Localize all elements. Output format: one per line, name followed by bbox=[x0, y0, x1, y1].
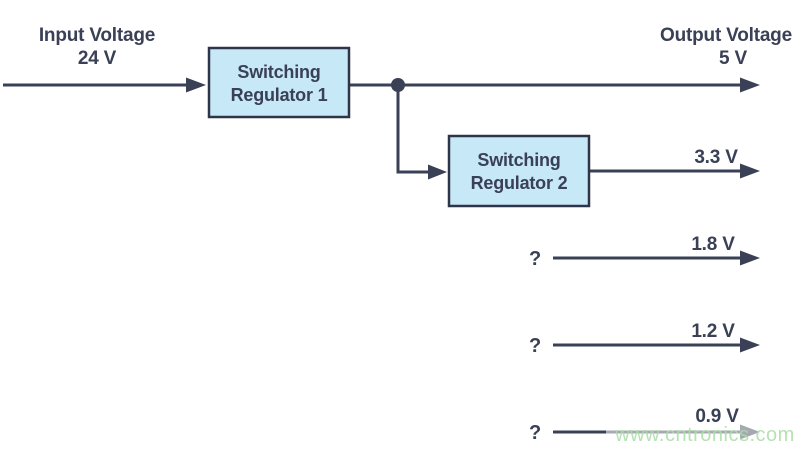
arrowhead-input bbox=[186, 77, 206, 93]
watermark-backdrop bbox=[606, 422, 802, 448]
rail-0-9-label: 0.9 V bbox=[695, 406, 739, 427]
arrowhead-main-output bbox=[740, 77, 760, 93]
regulator2-label-line2: Regulator 2 bbox=[471, 173, 568, 193]
rail-0-9-question-mark: ? bbox=[529, 422, 541, 444]
regulator1-label-line2: Regulator 1 bbox=[231, 85, 328, 105]
regulator2-box bbox=[447, 134, 591, 208]
rail-1-8-question-mark: ? bbox=[529, 248, 541, 270]
regulator2-label-line1: Switching bbox=[477, 150, 560, 170]
rail-3-3-label: 3.3 V bbox=[694, 147, 738, 168]
input-voltage-value: 24 V bbox=[78, 48, 117, 69]
junction-dot bbox=[391, 78, 405, 92]
rail-1-2-question-mark: ? bbox=[529, 335, 541, 357]
wires bbox=[3, 83, 742, 434]
rail-1-8-label: 1.8 V bbox=[691, 234, 735, 255]
branch-wire bbox=[396, 85, 430, 174]
diagram-labels: Input Voltage 24 V Output Voltage 5 V Sw… bbox=[39, 25, 792, 444]
arrowhead-branch bbox=[428, 164, 447, 180]
rail-1-2-label: 1.2 V bbox=[691, 321, 735, 342]
regulator1-label-line1: Switching bbox=[237, 62, 320, 82]
output-voltage-title: Output Voltage bbox=[660, 25, 792, 46]
watermark: www.cntronics.com bbox=[606, 422, 802, 448]
input-voltage-title: Input Voltage bbox=[39, 25, 155, 46]
watermark-text: www.cntronics.com bbox=[614, 424, 795, 446]
arrowhead-reg2-output bbox=[740, 163, 760, 179]
arrowhead-rail-1-2 bbox=[740, 337, 760, 353]
arrowhead-rail-1-8 bbox=[740, 250, 760, 266]
output-voltage-value: 5 V bbox=[719, 48, 747, 69]
regulator1-box bbox=[207, 46, 351, 119]
